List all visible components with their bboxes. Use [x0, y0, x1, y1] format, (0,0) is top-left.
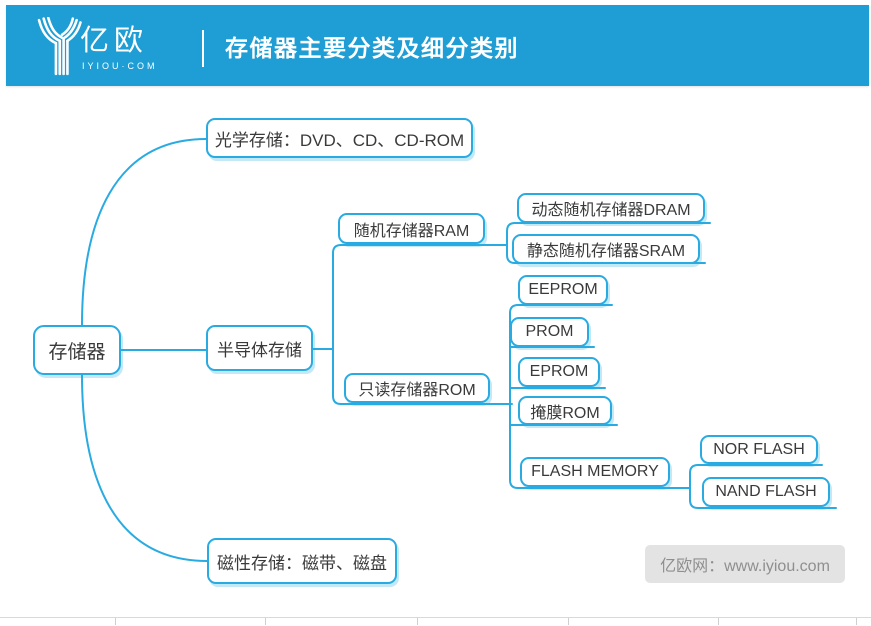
grid-tick — [417, 618, 418, 625]
node-eeprom: EEPROM — [518, 275, 608, 305]
node-rom: 只读存储器ROM — [344, 373, 490, 403]
grid-tick — [718, 618, 719, 625]
node-prom: PROM — [510, 317, 589, 347]
iyiou-logo: 亿欧 IYIOU·COM — [30, 15, 200, 77]
node-dram: 动态随机存储器DRAM — [517, 193, 705, 223]
node-memory: 存储器 — [33, 325, 121, 375]
node-nand-flash: NAND FLASH — [702, 477, 830, 507]
node-mask-rom: 掩膜ROM — [518, 396, 612, 425]
node-flash-memory: FLASH MEMORY — [520, 457, 670, 487]
header-divider — [202, 30, 204, 67]
node-optical-storage: 光学存储：DVD、CD、CD-ROM — [206, 118, 473, 158]
node-nor-flash: NOR FLASH — [700, 435, 818, 464]
y-stripes-icon — [37, 17, 82, 76]
watermark-badge: 亿欧网：www.iyiou.com — [645, 545, 845, 583]
watermark-text: 亿欧网：www.iyiou.com — [660, 558, 830, 575]
bottom-gridline — [0, 617, 871, 618]
node-eprom: EPROM — [518, 357, 600, 387]
grid-tick — [265, 618, 266, 625]
logo-text: 亿欧 — [80, 25, 149, 57]
grid-tick — [856, 618, 857, 625]
grid-tick — [568, 618, 569, 625]
node-semiconductor-storage: 半导体存储 — [206, 325, 313, 371]
node-ram: 随机存储器RAM — [338, 213, 485, 244]
header-bar: 亿欧 IYIOU·COM 存储器主要分类及细分类别 — [6, 5, 869, 86]
node-sram: 静态随机存储器SRAM — [512, 234, 700, 264]
grid-tick — [115, 618, 116, 625]
logo-subtext: IYIOU·COM — [82, 61, 158, 71]
page-title: 存储器主要分类及细分类别 — [225, 34, 519, 61]
node-magnetic-storage: 磁性存储：磁带、磁盘 — [207, 538, 397, 584]
